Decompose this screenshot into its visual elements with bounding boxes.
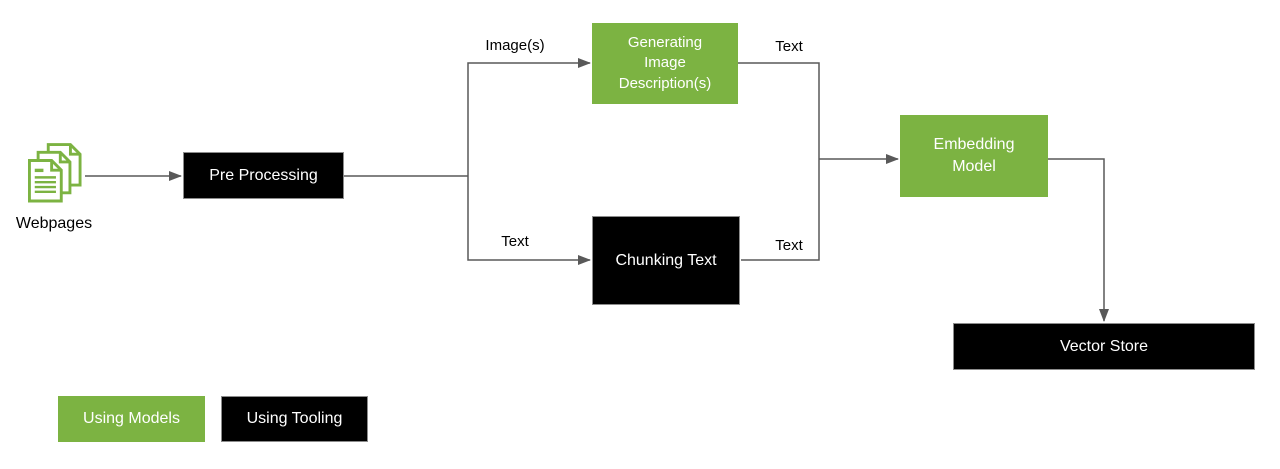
webpages-icon (28, 142, 82, 206)
node-generating-label-line1: Generating (627, 34, 703, 52)
webpages-label: Webpages (15, 215, 93, 232)
node-vector-store: Vector Store (953, 323, 1255, 370)
edge-label-text-from-chunking: Text (775, 237, 803, 254)
edge-label-images: Image(s) (485, 37, 545, 54)
node-embedding-label-line2: Model (952, 158, 996, 175)
node-generating-label-line3: Description(s) (618, 74, 712, 92)
webpage-sheet-front (28, 159, 63, 203)
legend-using-tooling: Using Tooling (221, 396, 368, 442)
edge-label-text-from-generating: Text (775, 38, 803, 55)
node-generating-label-line2: Image (644, 54, 686, 72)
node-embedding-model: Embedding Model (900, 115, 1048, 197)
connector-to-vector-store (1048, 158, 1109, 322)
node-generating-image-descriptions: Generating Image Description(s) (592, 23, 738, 104)
connector-merge-text-outputs (738, 62, 820, 261)
legend-using-tooling-label: Using Tooling (246, 410, 343, 428)
node-chunking-text-label: Chunking Text (615, 251, 717, 269)
legend-using-models: Using Models (58, 396, 205, 442)
node-chunking-text: Chunking Text (592, 216, 740, 305)
legend-using-models-label: Using Models (83, 410, 180, 428)
node-pre-processing-label: Pre Processing (209, 166, 318, 184)
node-vector-store-label: Vector Store (1059, 337, 1149, 355)
node-embedding-label-line1: Embedding (933, 136, 1015, 154)
edge-label-text-to-chunking: Text (501, 233, 529, 250)
connector-to-generating-image-descriptions (467, 58, 591, 176)
node-pre-processing: Pre Processing (183, 152, 344, 199)
